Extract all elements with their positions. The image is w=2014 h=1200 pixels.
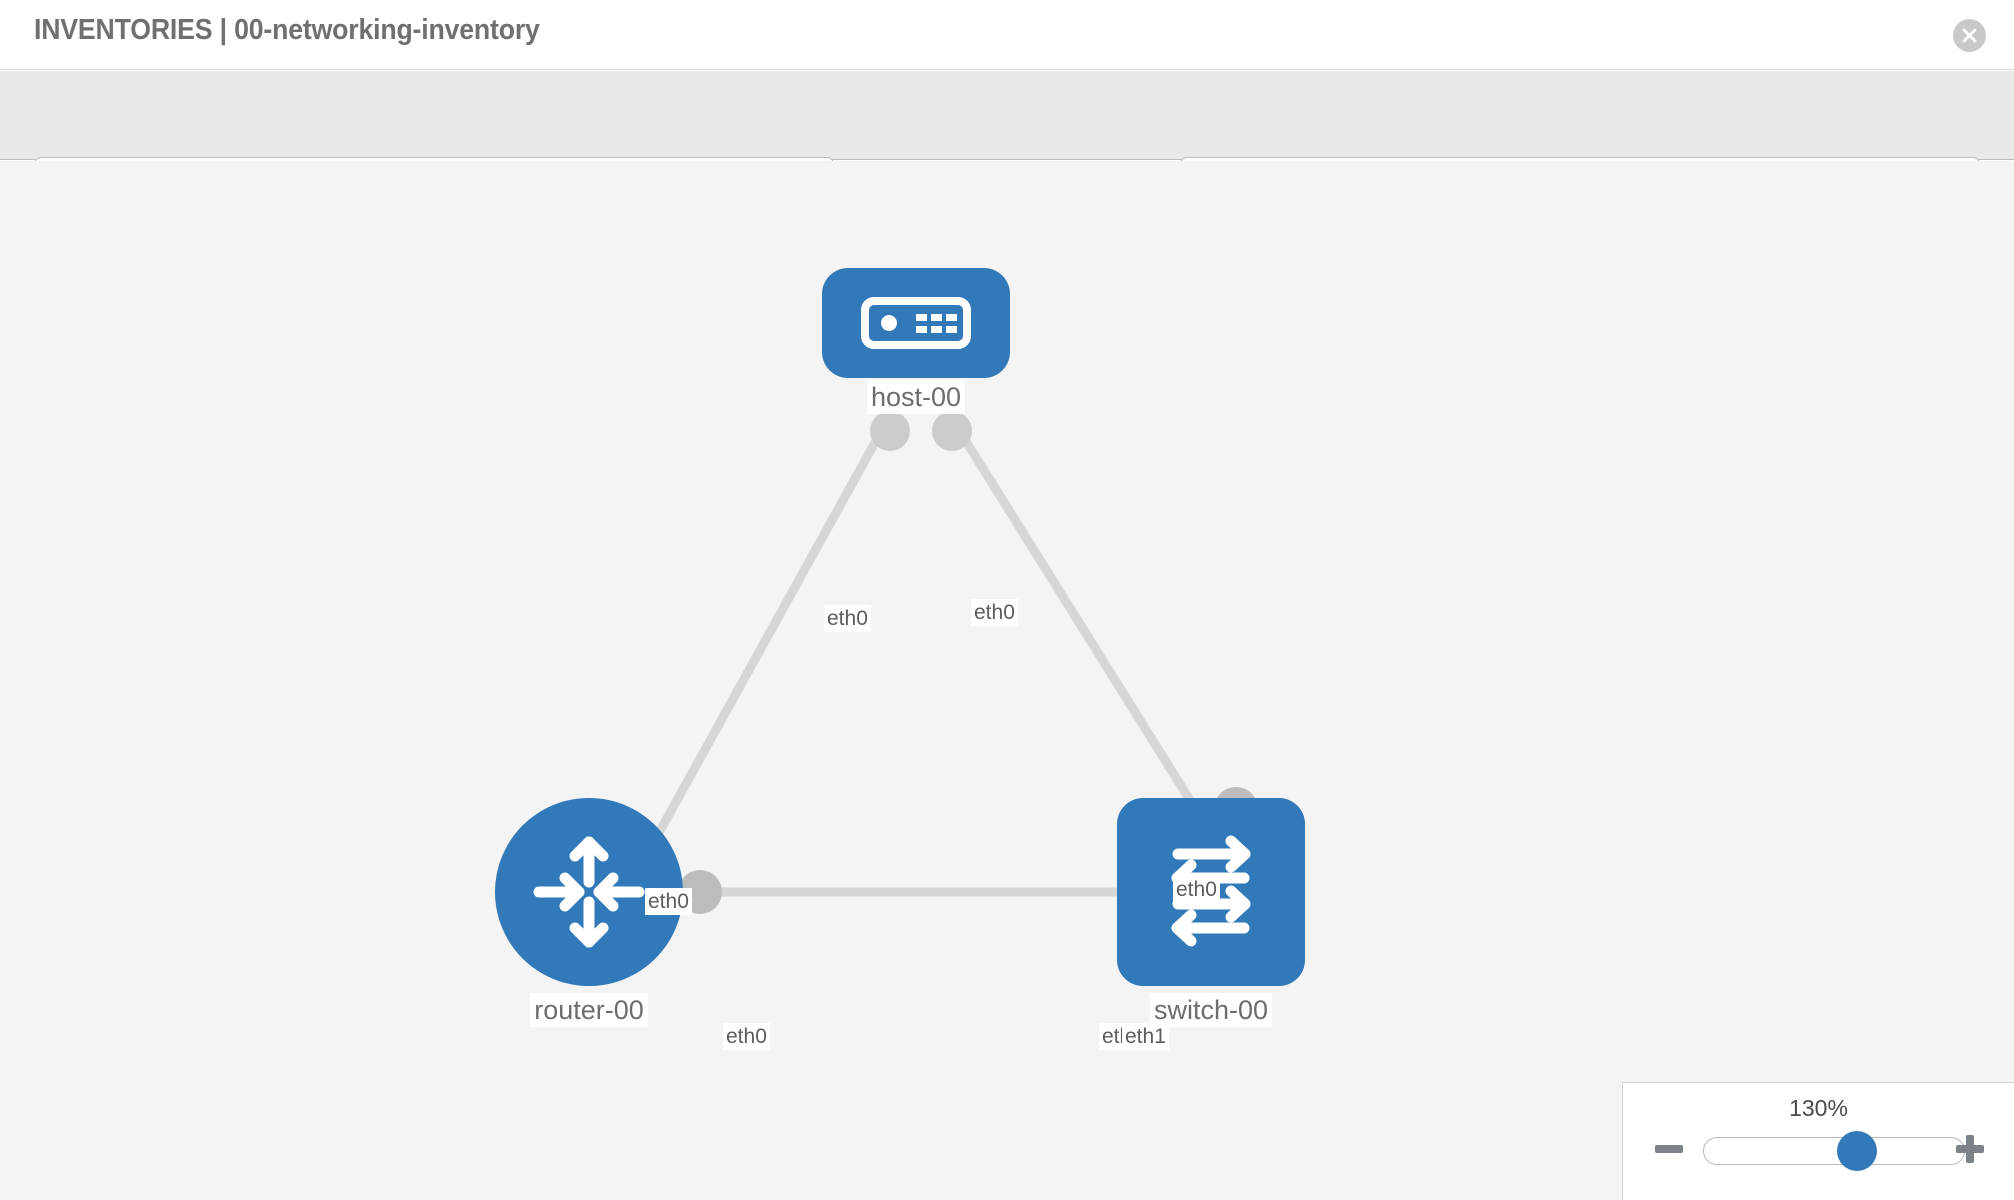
edge-label-interface: eth0 xyxy=(1173,876,1220,903)
zoom-control-panel: 130% xyxy=(1622,1082,2014,1200)
page-title: INVENTORIES | 00-networking-inventory xyxy=(34,14,540,46)
edge-host00-switch00 xyxy=(948,416,1232,864)
node-switch-00-label: switch-00 xyxy=(1149,993,1273,1027)
zoom-in-button[interactable] xyxy=(1954,1133,1986,1165)
edge-label-interface: eth0 xyxy=(971,599,1018,626)
zoom-out-button[interactable] xyxy=(1653,1133,1685,1165)
node-host-00-label: host-00 xyxy=(866,380,966,414)
edge-host00-router00 xyxy=(636,416,892,870)
zoom-level-label: 130% xyxy=(1789,1095,1848,1121)
connector-dot xyxy=(870,411,910,451)
node-switch-00: switch-00 xyxy=(1117,798,1305,1048)
node-router-00-label: router-00 xyxy=(530,993,648,1027)
zoom-slider[interactable] xyxy=(1703,1131,1965,1171)
toolbar: ACTIONS SEARCH xyxy=(0,71,2014,214)
router-arrows-icon xyxy=(533,836,645,948)
connector-dot xyxy=(932,411,972,451)
edge-label-interface: eth0 xyxy=(645,888,692,915)
edge-label-interface: eth0 xyxy=(824,605,871,632)
close-icon[interactable] xyxy=(1953,19,1986,52)
node-host-00: host-00 xyxy=(822,268,1010,418)
topology-graph: host-00 xyxy=(0,161,2014,1200)
server-icon xyxy=(861,297,971,349)
node-host-00-shape[interactable] xyxy=(822,268,1010,378)
edge-label-interface: eth1 xyxy=(1122,1023,1169,1050)
zoom-slider-thumb[interactable] xyxy=(1837,1131,1878,1171)
edge-label-interface: eth0 xyxy=(723,1023,770,1050)
page-header: INVENTORIES | 00-networking-inventory xyxy=(0,0,2014,70)
topology-canvas[interactable]: host-00 xyxy=(0,161,2014,1200)
node-router-00: router-00 xyxy=(495,798,683,1048)
